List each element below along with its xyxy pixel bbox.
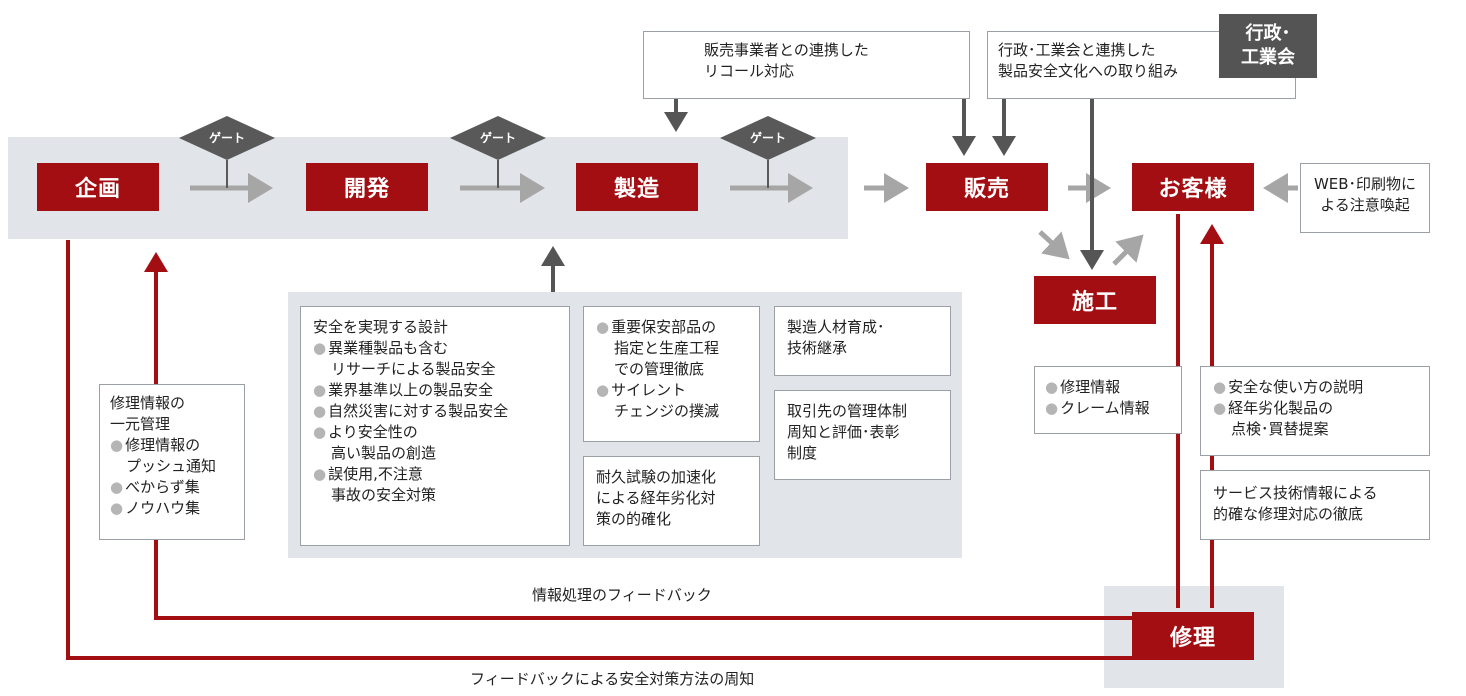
gyosei-line: 行政･工業会と連携した xyxy=(998,41,1156,59)
left-item-cont: プッシュ通知 xyxy=(126,457,217,475)
web-notice-box: WEB･印刷物に よる注意喚起 xyxy=(1300,163,1430,233)
caption-feedback-info: 情報処理のフィードバック xyxy=(532,586,712,604)
supplier-line: 制度 xyxy=(787,444,818,462)
left-item: ●べからず集 xyxy=(110,478,200,496)
parts-item-cont: での管理徹底 xyxy=(614,360,705,378)
design-item-cont: リサーチによる製品安全 xyxy=(331,360,496,378)
stage-shuri: 修理 xyxy=(1132,612,1254,660)
stage-kaihatsu: 開発 xyxy=(306,163,428,211)
supplier-line: 取引先の管理体制 xyxy=(787,402,908,420)
design-item: ●異業種製品も含む xyxy=(313,339,449,357)
gyosei-badge: 行政･ 工業会 xyxy=(1219,14,1317,78)
service-info-line: サービス技術情報による xyxy=(1213,484,1378,502)
recall-line: 販売事業者との連携した xyxy=(704,41,869,59)
arrow-seko-okyaku xyxy=(1112,234,1144,266)
parts-item-cont: 指定と生産工程 xyxy=(614,339,720,357)
supplier-line: 周知と評価･表彰 xyxy=(787,423,900,441)
design-item: ●自然災害に対する製品安全 xyxy=(313,402,509,420)
gate-icon xyxy=(450,116,546,160)
arrow-hanbai-seko xyxy=(1038,230,1070,260)
safe-use-item: ●安全な使い方の説明 xyxy=(1213,378,1364,396)
web-notice-line: WEB･印刷物に xyxy=(1313,175,1417,193)
repair-info-management-box: 修理情報の 一元管理 ●修理情報の プッシュ通知 ●べからず集 ●ノウハウ集 xyxy=(99,384,245,540)
safe-use-item: ●経年劣化製品の xyxy=(1213,399,1334,417)
parts-item-cont: チェンジの撲滅 xyxy=(614,402,720,420)
talent-line: 製造人材育成･ xyxy=(787,318,885,336)
safe-use-box: ●安全な使い方の説明 ●経年劣化製品の 点検･買替提案 xyxy=(1200,366,1430,456)
gate-label: ゲート xyxy=(749,131,786,145)
talent-box: 製造人材育成･ 技術継承 xyxy=(774,306,951,376)
design-item: ●業界基準以上の製品安全 xyxy=(313,381,494,399)
gyosei-line: 製品安全文化への取り組み xyxy=(998,62,1179,80)
left-title-line: 一元管理 xyxy=(110,415,171,433)
stage-seizo: 製造 xyxy=(576,163,698,211)
design-item: ●より安全性の xyxy=(313,423,418,441)
service-info-box: サービス技術情報による 的確な修理対応の徹底 xyxy=(1200,470,1430,540)
gyosei-badge-line: 工業会 xyxy=(1241,47,1295,68)
left-item: ●修理情報の xyxy=(110,436,201,454)
gate-icon xyxy=(179,116,275,160)
service-info-line: 的確な修理対応の徹底 xyxy=(1213,505,1364,523)
left-title-line: 修理情報の xyxy=(110,394,186,412)
repair-claim-item: ●修理情報 xyxy=(1045,378,1121,396)
design-item-cont: 高い製品の創造 xyxy=(331,444,437,462)
gate-label: ゲート xyxy=(479,131,516,145)
gate-label: ゲート xyxy=(208,131,245,145)
design-box: 安全を実現する設計 ●異業種製品も含む リサーチによる製品安全 ●業界基準以上の… xyxy=(300,306,570,546)
design-title: 安全を実現する設計 xyxy=(313,318,449,336)
feedback-info-line xyxy=(144,252,1132,620)
design-item-cont: 事故の安全対策 xyxy=(331,486,437,504)
parts-item: ●サイレント xyxy=(596,381,687,399)
repair-claim-item: ●クレーム情報 xyxy=(1045,399,1150,417)
parts-box: ●重要保安部品の 指定と生産工程 での管理徹底 ●サイレント チェンジの撲滅 xyxy=(583,306,760,442)
left-item: ●ノウハウ集 xyxy=(110,499,201,517)
gate-icon xyxy=(720,116,816,160)
stage-okyakusama: お客様 xyxy=(1132,163,1254,211)
stage-kikaku: 企画 xyxy=(37,163,159,211)
recall-line: リコール対応 xyxy=(704,62,795,80)
durability-line: による経年劣化対 xyxy=(596,489,716,507)
caption-feedback-safety: フィードバックによる安全対策方法の周知 xyxy=(470,670,755,688)
stage-seko: 施工 xyxy=(1034,276,1156,324)
design-item: ●誤使用,不注意 xyxy=(313,465,423,483)
durability-line: 耐久試験の加速化 xyxy=(596,468,717,486)
gyosei-badge-line: 行政･ xyxy=(1245,23,1291,44)
safe-use-item-cont: 点検･買替提案 xyxy=(1231,420,1329,438)
durability-box: 耐久試験の加速化 による経年劣化対 策の的確化 xyxy=(583,456,760,546)
supplier-box: 取引先の管理体制 周知と評価･表彰 制度 xyxy=(774,390,951,480)
parts-item: ●重要保安部品の xyxy=(596,318,717,336)
stage-hanbai: 販売 xyxy=(926,163,1048,211)
feedback-safety-line xyxy=(66,240,1132,660)
talent-line: 技術継承 xyxy=(787,339,848,357)
recall-box: 販売事業者との連携した リコール対応 xyxy=(643,31,970,99)
durability-line: 策の的確化 xyxy=(596,510,672,528)
web-notice-line: よる注意喚起 xyxy=(1320,196,1410,214)
repair-claim-box: ●修理情報 ●クレーム情報 xyxy=(1034,366,1182,434)
